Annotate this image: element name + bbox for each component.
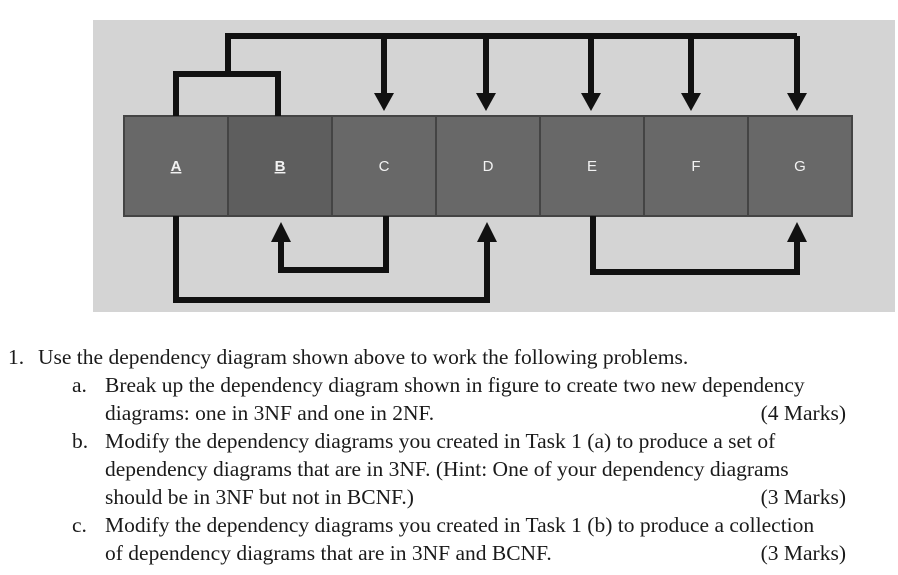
part-b-line-1: Modify the dependency diagrams you creat… bbox=[105, 429, 776, 453]
arrowhead-d bbox=[476, 93, 496, 111]
attribute-label-d: D bbox=[483, 158, 494, 175]
part-b-letter: b. bbox=[72, 429, 89, 453]
full-dependency-arrowheads bbox=[374, 93, 807, 111]
full-dependency-line bbox=[225, 33, 797, 74]
part-c-line-2: of dependency diagrams that are in 3NF a… bbox=[105, 541, 552, 565]
attribute-boxes bbox=[123, 115, 853, 217]
attribute-box-c bbox=[331, 115, 437, 217]
attribute-box-g bbox=[747, 115, 853, 217]
dependency-line-a-to-d bbox=[173, 216, 490, 303]
full-dependency-lines bbox=[173, 33, 800, 116]
part-b-line-3: should be in 3NF but not in BCNF.) bbox=[105, 485, 414, 509]
arrowhead-e bbox=[581, 93, 601, 111]
part-a-line-2: diagrams: one in 3NF and one in 2NF. bbox=[105, 401, 435, 425]
part-a-line-1: Break up the dependency diagram shown in… bbox=[105, 373, 805, 397]
dependency-diagram: A B C D E F G bbox=[93, 20, 895, 312]
part-a-letter: a. bbox=[72, 373, 87, 397]
question-number: 1. bbox=[8, 345, 25, 369]
dependency-diagram-svg: A B C D E F G bbox=[93, 20, 895, 312]
attribute-label-e: E bbox=[587, 158, 597, 175]
attribute-label-b: B bbox=[275, 158, 286, 175]
part-c-letter: c. bbox=[72, 513, 87, 537]
attribute-box-f bbox=[643, 115, 749, 217]
arrowhead-g-bottom bbox=[787, 222, 807, 242]
arrowhead-c bbox=[374, 93, 394, 111]
part-b-marks: (3 Marks) bbox=[760, 485, 846, 509]
arrowhead-f bbox=[681, 93, 701, 111]
part-c-line-1: Modify the dependency diagrams you creat… bbox=[105, 513, 815, 537]
arrowhead-d-bottom bbox=[477, 222, 497, 242]
part-c-marks: (3 Marks) bbox=[760, 541, 846, 565]
attribute-label-c: C bbox=[379, 158, 390, 175]
attribute-label-f: F bbox=[691, 158, 700, 175]
arrowhead-b bbox=[271, 222, 291, 242]
partial-transitive-arrowheads bbox=[271, 222, 807, 242]
part-a-marks: (4 Marks) bbox=[760, 401, 846, 425]
dependency-line-e-to-g bbox=[590, 216, 800, 275]
dependency-line-c-to-b bbox=[278, 216, 389, 273]
question-intro: Use the dependency diagram shown above t… bbox=[38, 345, 689, 369]
attribute-label-a: A bbox=[171, 158, 182, 175]
attribute-label-g: G bbox=[794, 158, 806, 175]
partial-transitive-lines bbox=[173, 216, 800, 303]
part-b-line-2: dependency diagrams that are in 3NF. (Hi… bbox=[105, 457, 789, 481]
attribute-labels: A B C D E F G bbox=[171, 158, 806, 175]
arrowhead-g bbox=[787, 93, 807, 111]
attribute-box-a bbox=[123, 115, 229, 217]
attribute-box-d bbox=[435, 115, 541, 217]
